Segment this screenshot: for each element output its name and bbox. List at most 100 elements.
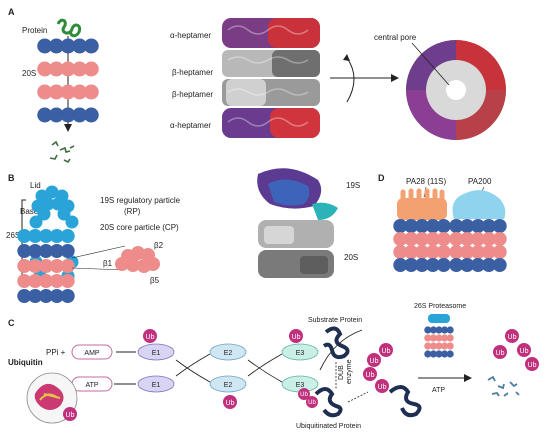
panel-label-b: B: [8, 173, 15, 183]
core-particle-stack-b: [17, 229, 75, 303]
subunit: [49, 289, 64, 303]
subunit: [72, 61, 88, 77]
dub-label: DUB: [338, 365, 345, 380]
subunit: [60, 229, 75, 243]
alpha-heptamer-label-top: α-heptamer: [170, 31, 211, 40]
svg-text:E2: E2: [224, 350, 233, 357]
proteasome-26s-caption: 26S Proteasome: [414, 303, 466, 310]
subunit: [440, 334, 449, 342]
subunit: [429, 326, 438, 334]
enzyme-e2-bottom: E2: [209, 375, 247, 393]
subunit: [429, 342, 438, 350]
subunit: [435, 326, 443, 334]
pa28-cap: [397, 188, 447, 220]
alpha-heptamer-label-bottom: α-heptamer: [170, 121, 211, 130]
beta-heptamer-label-top: β-heptamer: [172, 68, 213, 77]
core-stack-c: [424, 326, 454, 358]
subunit: [37, 38, 53, 54]
peptide-fragments: [49, 140, 75, 164]
subunit: [460, 232, 475, 246]
subunit: [49, 274, 64, 288]
subunit: [415, 258, 429, 272]
subunit: [28, 259, 43, 273]
lid-subunit: [41, 197, 55, 211]
subunit: [481, 245, 496, 259]
subunit: [449, 245, 464, 259]
svg-text:Ub: Ub: [496, 350, 505, 357]
rotation-curve-icon: [346, 57, 355, 103]
svg-text:Ub: Ub: [382, 348, 391, 355]
subunit: [39, 289, 53, 303]
proteasome-26s-structure: [257, 168, 338, 278]
amp-label: AMP: [84, 350, 100, 357]
subunit: [48, 61, 64, 77]
subunit: [440, 326, 449, 334]
enzyme-e1-bottom: E1: [137, 375, 175, 393]
beta-subunit-ring: [115, 246, 160, 273]
subunit: [424, 326, 432, 334]
subunit: [17, 229, 32, 243]
subunit: [393, 258, 408, 272]
svg-text:Ub: Ub: [378, 384, 387, 391]
svg-text:Ub: Ub: [520, 348, 529, 355]
subunit: [440, 350, 449, 358]
lid-subunit: [45, 185, 59, 199]
subunit: [60, 38, 76, 54]
rotation-arrowhead: [391, 74, 399, 82]
subunit: [424, 350, 432, 358]
subunit: [72, 38, 88, 54]
protein-squiggle: [56, 18, 82, 38]
subunit: [28, 244, 43, 258]
enzyme-e3-top: E3: [281, 343, 319, 361]
subunit: [446, 350, 454, 358]
subunit: [471, 258, 485, 272]
subunit: [471, 232, 485, 246]
subunit: [440, 342, 449, 350]
subunit: [481, 232, 496, 246]
subunit: [449, 258, 464, 272]
base-label: Base: [20, 207, 39, 216]
subunit: [436, 219, 451, 233]
subunit: [60, 61, 76, 77]
subunit: [460, 245, 475, 259]
rotation-curve-arrowhead: [343, 54, 350, 61]
lid-subunit: [57, 207, 71, 221]
panel-label-a: A: [8, 7, 15, 17]
panel-label-c: C: [8, 318, 15, 328]
ubiquitinated-protein-label: Ubiquitinated Protein: [296, 423, 361, 430]
core-particle-stack-a: [37, 38, 99, 123]
svg-text:Ub: Ub: [308, 400, 316, 406]
ubiquitin-label: Ubiquitin: [8, 358, 43, 367]
core-stack-pa28: [393, 219, 451, 272]
ubiquitin-structure: [34, 383, 64, 410]
subunit: [83, 38, 99, 54]
lid-subunit: [65, 215, 79, 229]
svg-text:Ub: Ub: [300, 392, 308, 398]
pa28-label: PA28 (11S): [406, 177, 447, 186]
beta5-label: β5: [150, 276, 160, 285]
subunit: [28, 274, 43, 288]
subunit: [415, 245, 429, 259]
subunit: [83, 84, 99, 100]
enzyme-e2-top: E2: [209, 343, 247, 361]
pa200-label: PA200: [468, 177, 492, 186]
subunit: [425, 258, 440, 272]
subunit: [492, 219, 507, 233]
subunit: [39, 244, 53, 258]
subunit: [429, 350, 438, 358]
subunit: [425, 219, 440, 233]
pa200-cap: [452, 190, 506, 219]
subunit: [17, 289, 32, 303]
cp-20s-label: 20S: [344, 253, 358, 262]
svg-text:Ub: Ub: [146, 334, 155, 341]
ub-on-e3: Ub: [289, 329, 303, 343]
ubiquitination-arrow: [347, 391, 369, 403]
subunit: [17, 259, 32, 273]
core-20s-label-a: 20S: [22, 69, 36, 78]
proteasome-26s-label: 26S: [6, 231, 20, 240]
central-pore-label: central pore: [374, 33, 417, 42]
core-structure-side-view: [222, 18, 320, 138]
ubiquitin-structure-strands: [39, 393, 61, 401]
subunit: [492, 232, 507, 246]
subunit: [83, 61, 99, 77]
